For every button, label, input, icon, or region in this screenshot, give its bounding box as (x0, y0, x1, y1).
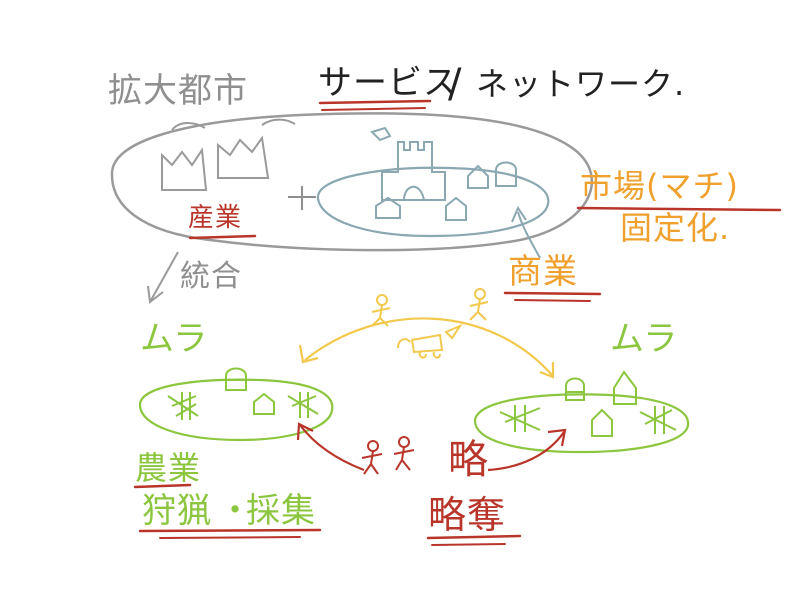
raider-icon (361, 436, 415, 475)
house-icon (375, 161, 517, 221)
trade-arc (298, 317, 555, 379)
village-left-label: ムラ (140, 319, 209, 359)
slash-label: / (448, 61, 463, 107)
village-left-ellipse (138, 378, 334, 442)
plunder-arrows (296, 422, 567, 472)
gathering-label: 採集 (246, 491, 316, 531)
commerce-pointer (517, 211, 541, 259)
industry-label: 産業 (188, 203, 243, 233)
field-icon (167, 392, 677, 434)
village-right-label: ムラ (610, 319, 679, 359)
hunting-label: 狩猟 (142, 491, 212, 531)
merchant-icon (371, 288, 489, 359)
factory-icon (161, 118, 296, 191)
agriculture-label: 農業 (135, 449, 202, 487)
market-ellipse (316, 166, 550, 238)
castle-icon (370, 126, 446, 201)
fixation-label: 固定化. (620, 209, 731, 247)
integration-arrow (147, 251, 179, 304)
market-label: 市場(マチ) (580, 167, 739, 205)
city-ellipse (110, 112, 594, 252)
network-label: ネットワーク. (476, 65, 686, 103)
expanded-city-label: 拡大都市 (108, 71, 248, 111)
underlines (133, 99, 782, 546)
integration-label: 統合 (180, 259, 242, 294)
separator-label: ・ (218, 491, 253, 531)
service-label: サービス (318, 63, 458, 103)
plus-icon (288, 186, 316, 210)
commerce-label: 商業 (508, 252, 578, 292)
plunder-label: 略奪 (428, 493, 507, 537)
village-right-ellipse (473, 393, 690, 454)
plunder-top-label: 略 (448, 437, 489, 483)
village-house-icon (225, 367, 637, 437)
